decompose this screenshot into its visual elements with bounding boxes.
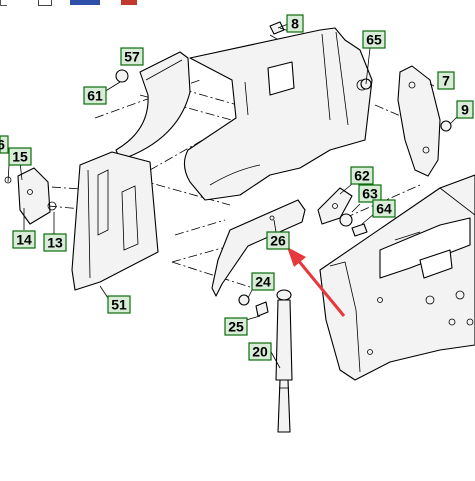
callout-label: 61 [87,88,103,104]
callout-label: 26 [270,233,286,249]
fasteners [115,21,452,317]
callout-57[interactable]: 57 [120,47,144,66]
callout-label: 24 [255,274,271,290]
small-plate-part [317,187,353,225]
callout-label: 6 [0,137,5,153]
callout-label: 14 [16,232,32,248]
callout-label: 7 [442,73,450,89]
callout-label: 65 [366,32,382,48]
toolbar-icon-d[interactable] [121,0,137,5]
callout-61[interactable]: 61 [83,86,107,105]
toolbar-icon-b[interactable] [38,0,52,6]
callout-9[interactable]: 9 [456,100,474,119]
callout-label: 51 [111,297,127,313]
gas-spring-part [275,289,293,433]
callout-label: 20 [252,344,268,360]
callout-64[interactable]: 64 [372,199,396,218]
left-panel-part [71,151,159,291]
callout-label: 13 [47,235,63,251]
callout-51[interactable]: 51 [107,295,131,314]
callout-6[interactable]: 6 [0,135,9,154]
callout-8[interactable]: 8 [286,14,304,33]
callout-25[interactable]: 25 [224,317,248,336]
callout-label: 9 [461,102,469,118]
toolbar-icon-a[interactable] [0,0,7,6]
callout-label: 8 [291,16,299,32]
callout-label: 57 [124,49,140,65]
center-panel-part [183,27,373,201]
callout-63[interactable]: 63 [358,184,382,203]
callout-label: 25 [228,319,244,335]
mount-bracket-part [211,199,306,297]
toolbar-icon-c[interactable] [70,0,100,5]
callout-65[interactable]: 65 [362,30,386,49]
callout-label: 62 [354,168,370,184]
callout-label: 15 [12,149,28,165]
small-bracket-part [4,167,57,225]
callout-13[interactable]: 13 [43,233,67,252]
callout-20[interactable]: 20 [248,342,272,361]
callout-15[interactable]: 15 [8,147,32,166]
callout-label: 63 [362,186,378,202]
callout-14[interactable]: 14 [12,230,36,249]
side-plate-part [397,65,441,177]
callout-label: 64 [376,201,392,217]
toolbar-strip [0,0,475,6]
red-arrow-icon [287,247,346,317]
callout-24[interactable]: 24 [251,272,275,291]
callout-62[interactable]: 62 [350,166,374,185]
main-frame-part [319,174,475,381]
callout-26[interactable]: 26 [266,231,290,250]
callout-7[interactable]: 7 [437,71,455,90]
